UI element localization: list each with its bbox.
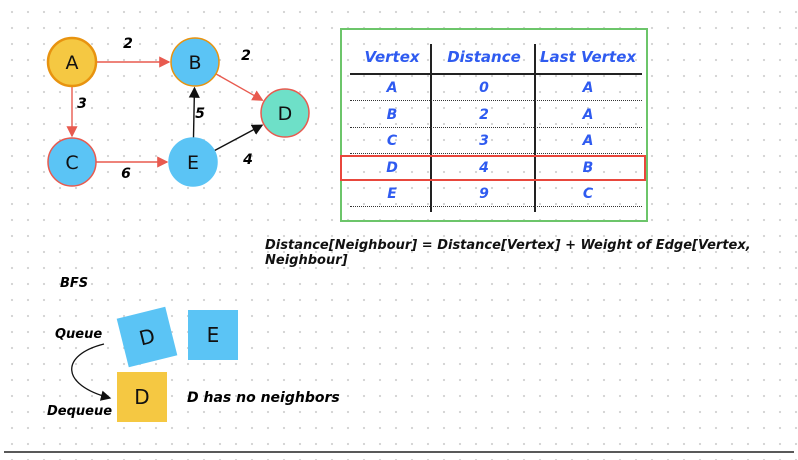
table-cell: A [582,107,594,123]
row-separator [350,100,642,101]
table-cell: 2 [479,107,489,123]
row-separator [350,153,642,154]
row-separator [350,127,642,128]
node-C [47,137,97,187]
node-label: A [66,52,79,74]
node-A [46,36,98,88]
edge-weight: 4 [242,152,253,168]
column-header: Last Vertex [539,48,637,66]
edge-B-D [215,73,264,101]
node-D [260,88,310,138]
dequeue-arrow [71,343,112,401]
node-E [168,137,218,187]
formula-text: Distance[Neighbour] = Distance[Vertex] +… [265,238,751,268]
table-cell: A [582,80,594,96]
node-label: E [187,152,199,174]
table-cell: 9 [479,186,489,202]
edge-weight: 3 [77,96,87,112]
highlighted-row [340,155,646,181]
table-cell: E [387,186,397,202]
queue-label: Queue [55,327,103,342]
table-cell: B [386,107,398,123]
edge-weight: 2 [123,36,133,52]
table-cell: C [582,186,594,202]
dequeue-label: Dequeue [47,404,113,419]
node-label: C [65,152,78,174]
header-rule [350,73,642,75]
edge-weight: 5 [195,106,205,122]
node-B [170,37,220,87]
column-header: Distance [447,48,521,66]
column-divider [534,44,536,212]
table-cell: 4 [479,160,489,176]
edge-weight: 6 [121,166,131,182]
table-cell: 3 [479,133,489,149]
table-cell: A [582,133,594,149]
node-label: D [278,103,293,125]
edge-E-B [188,86,200,139]
node-label: B [188,52,201,74]
table-cell: D [386,160,398,176]
table-cell: B [582,160,594,176]
table-cell: A [386,80,398,96]
table-cell: C [386,133,398,149]
dequeued-item: D [117,372,167,422]
edge-weight: 2 [241,48,251,64]
note-text: D has no neighbors [187,390,340,406]
table-cell: 0 [479,80,489,96]
bfs-title: BFS [60,276,89,291]
edge-E-D [213,124,264,152]
queue-item: E [188,310,238,360]
column-divider [430,44,432,212]
row-separator [350,206,642,207]
column-header: Vertex [364,48,420,66]
